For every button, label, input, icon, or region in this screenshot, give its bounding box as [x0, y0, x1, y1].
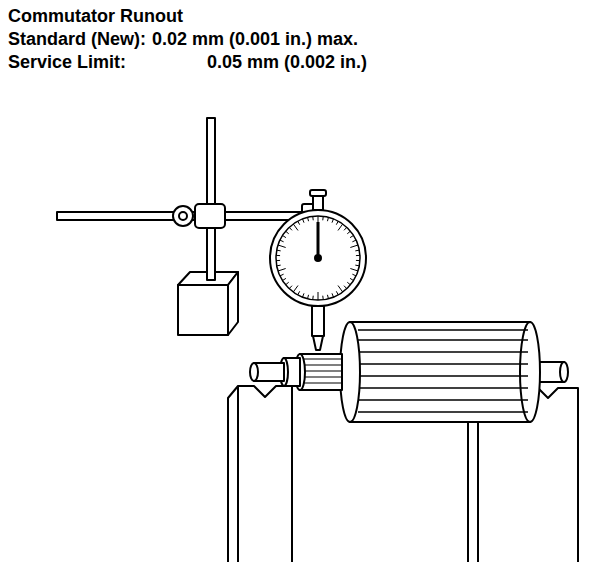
dial-tick	[280, 240, 284, 242]
dial-tick	[336, 221, 338, 225]
dial-tick	[276, 260, 280, 261]
dial-pivot	[315, 255, 321, 261]
dial-tick	[286, 282, 289, 285]
stand-rod	[207, 118, 215, 280]
dial-face	[276, 216, 360, 300]
spec-value: 0.05 mm (0.002 in.)	[207, 52, 367, 73]
dial-tick	[298, 221, 300, 225]
dial-tick	[327, 295, 329, 299]
dial-tick	[280, 274, 284, 276]
core-slot	[358, 411, 528, 413]
armature-core	[350, 322, 530, 422]
dial-tick	[318, 292, 319, 300]
core-right-end	[520, 322, 540, 422]
spec-label: Service Limit:	[8, 52, 126, 73]
core-slot	[358, 363, 528, 365]
dial-tick	[293, 224, 298, 230]
dial-tick	[289, 286, 292, 289]
dial-tick	[350, 269, 358, 271]
right-shaft-end	[560, 362, 568, 382]
clamp-knob-center	[179, 212, 187, 220]
dial-tick	[289, 227, 292, 230]
dial-tick	[355, 265, 359, 267]
dial-tick	[350, 235, 353, 237]
dial-tick	[277, 250, 281, 252]
dial-tick	[303, 219, 304, 223]
rod-clamp	[195, 204, 225, 228]
dial-tick	[293, 286, 298, 292]
left-shaft-end	[250, 363, 258, 381]
core-slot	[358, 399, 528, 401]
core-slot	[358, 387, 528, 389]
dial-tick	[278, 269, 286, 271]
dial-tick	[347, 231, 350, 234]
core-slot	[358, 375, 528, 377]
commutator	[300, 354, 342, 390]
spec-label: Standard (New):	[8, 29, 146, 50]
core-slot	[358, 351, 528, 353]
magnetic-base	[178, 285, 228, 335]
dial-tick	[332, 219, 333, 223]
dial-tick	[283, 235, 286, 237]
illustration-group	[57, 118, 578, 562]
dial-tick	[322, 216, 324, 220]
dial-tick	[356, 260, 360, 261]
indicator-cap	[310, 190, 326, 196]
commutator-bars	[303, 359, 342, 383]
indicator-tip	[313, 336, 323, 350]
dial-tick	[338, 224, 343, 230]
left-v-block	[238, 386, 292, 562]
dial-tick	[286, 231, 289, 234]
dial-tick	[283, 278, 286, 280]
dial-tick	[350, 245, 358, 247]
dial-tick	[303, 293, 304, 297]
dial-tick	[312, 216, 314, 220]
dial-tick	[347, 282, 350, 285]
dial-tick	[336, 291, 338, 295]
left-v-block-side	[228, 386, 238, 562]
commutator-bar	[303, 370, 342, 371]
dial-tick	[344, 227, 347, 230]
commutator-bar	[303, 376, 342, 377]
dial-tick	[312, 296, 314, 300]
spec-value: 0.02 mm (0.001 in.) max.	[152, 29, 358, 50]
dial-tick	[338, 286, 343, 292]
dial-tick	[327, 217, 329, 221]
dial-tick	[355, 250, 359, 252]
stand-arm	[57, 212, 307, 220]
dial-tick	[356, 255, 360, 256]
dial-tick	[278, 245, 286, 247]
core-slots	[358, 330, 528, 412]
dial-ticks	[276, 216, 360, 300]
dial-tick	[352, 240, 356, 242]
base-side	[228, 272, 238, 335]
dial-tick	[307, 295, 309, 299]
clamp-knob	[173, 206, 193, 226]
dial-tick	[344, 286, 347, 289]
commutator-bar	[303, 382, 342, 383]
dial-bezel	[270, 210, 366, 306]
dial-tick	[352, 274, 356, 276]
heading: Commutator Runout	[8, 6, 183, 27]
core-slot	[358, 329, 528, 331]
commutator-bar	[303, 364, 342, 365]
dial-tick	[277, 265, 281, 267]
dial-needle	[317, 222, 320, 258]
dial-tick	[322, 296, 324, 300]
dial-tick	[298, 291, 300, 295]
core-slot	[358, 339, 528, 341]
dial-tick	[276, 255, 280, 256]
dial-tick	[350, 278, 353, 280]
dial-tick	[332, 293, 333, 297]
commutator-bar	[303, 358, 342, 359]
dial-tick	[307, 217, 309, 221]
